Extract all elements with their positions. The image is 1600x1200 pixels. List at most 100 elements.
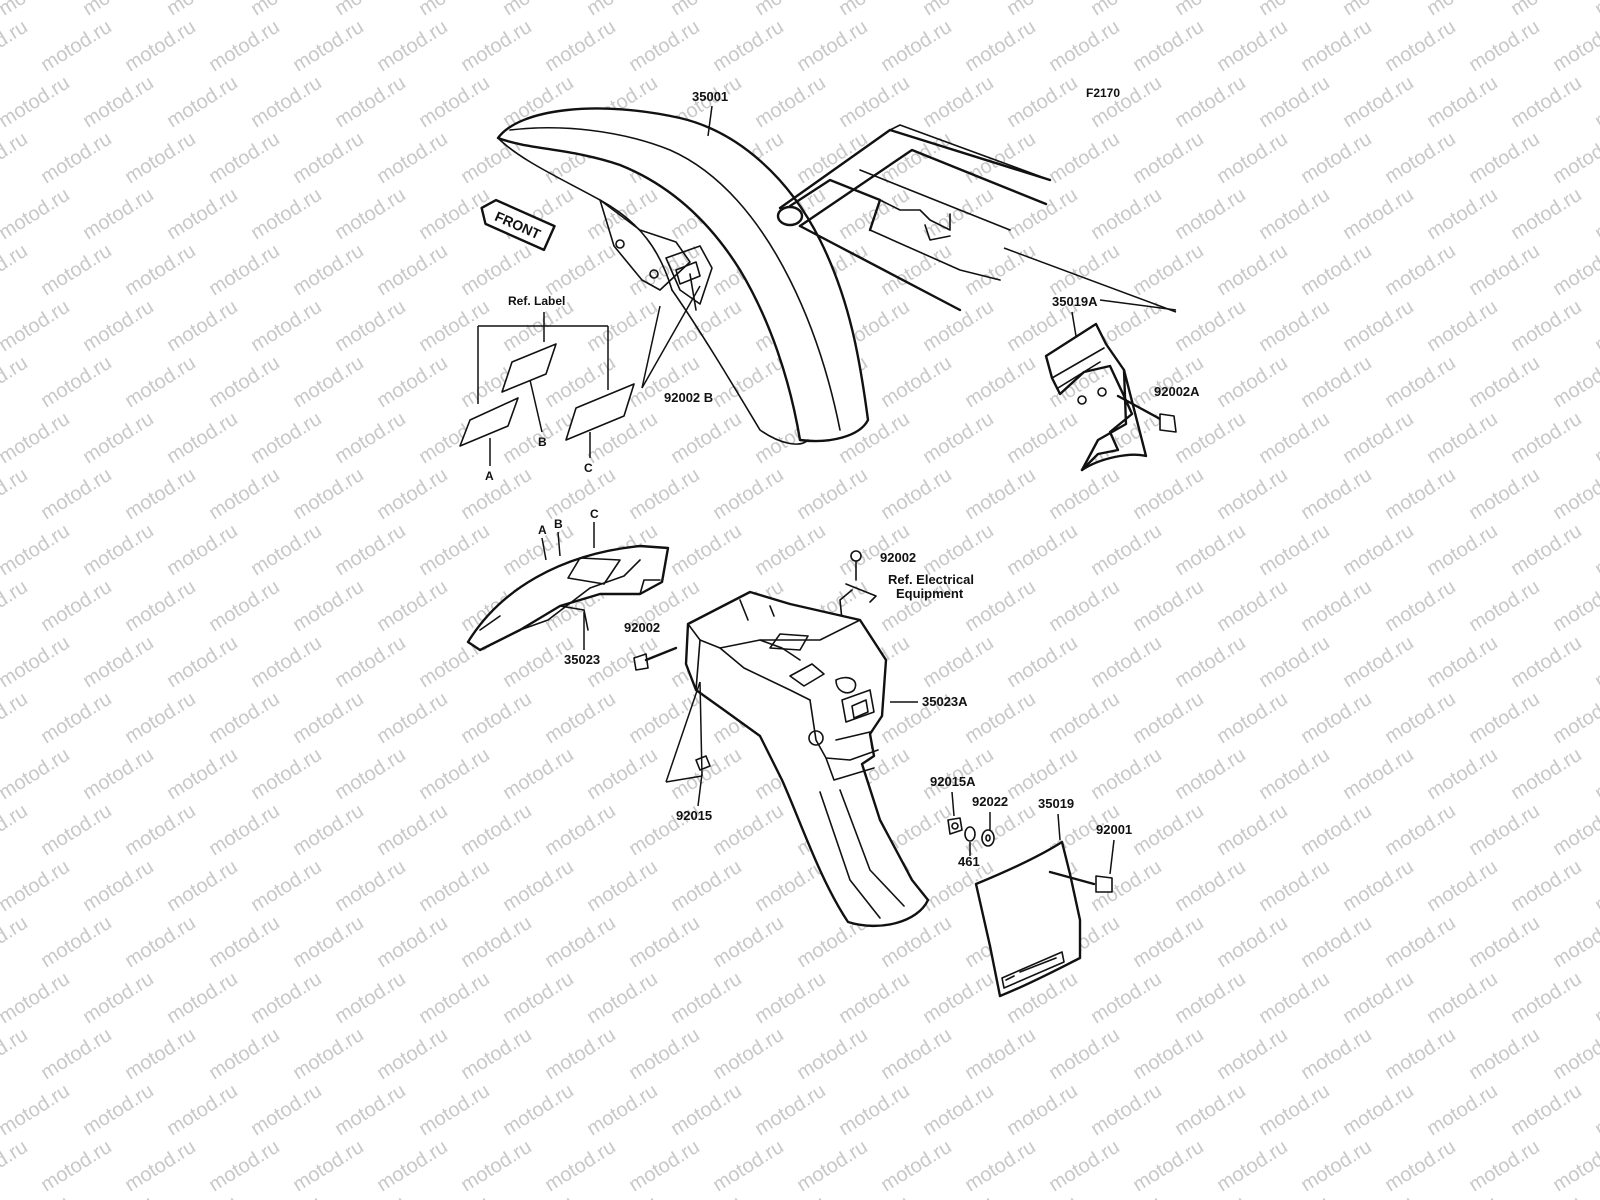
label-35001: 35001 bbox=[692, 89, 728, 104]
watermark-text: motod.ru bbox=[1213, 128, 1292, 188]
watermark-text: motod.ru bbox=[1591, 1080, 1600, 1140]
watermark-text: motod.ru bbox=[835, 0, 914, 20]
watermark-text: motod.ru bbox=[79, 968, 158, 1028]
watermark-text: motod.ru bbox=[331, 1192, 410, 1200]
watermark-text: motod.ru bbox=[1129, 800, 1208, 860]
watermark-text: motod.ru bbox=[1549, 912, 1600, 972]
watermark-text: motod.ru bbox=[1423, 1192, 1502, 1200]
watermark-text: motod.ru bbox=[457, 16, 536, 76]
watermark-text: motod.ru bbox=[121, 464, 200, 524]
label-35023: 35023 bbox=[564, 652, 600, 667]
watermark-text: motod.ru bbox=[1465, 1136, 1544, 1196]
bolt-92002-inner[interactable] bbox=[633, 646, 678, 671]
watermark-text: motod.ru bbox=[1507, 184, 1586, 244]
watermark-text: motod.ru bbox=[541, 16, 620, 76]
watermark-text: motod.ru bbox=[751, 520, 830, 580]
frame-section bbox=[776, 124, 1052, 312]
watermark-text: motod.ru bbox=[1297, 1136, 1376, 1196]
watermark-text: motod.ru bbox=[1549, 1024, 1600, 1084]
rear-flap-bracket-35019a[interactable] bbox=[1044, 322, 1148, 472]
watermark-text: motod.ru bbox=[1087, 632, 1166, 692]
watermark-text: motod.ru bbox=[1297, 688, 1376, 748]
watermark-text: motod.ru bbox=[331, 856, 410, 916]
watermark-text: motod.ru bbox=[0, 576, 32, 636]
watermark-text: motod.ru bbox=[1339, 1192, 1418, 1200]
watermark-text: motod.ru bbox=[373, 576, 452, 636]
watermark-text: motod.ru bbox=[373, 352, 452, 412]
watermark-text: motod.ru bbox=[1549, 464, 1600, 524]
watermark-text: motod.ru bbox=[415, 744, 494, 804]
watermark-text: motod.ru bbox=[1171, 184, 1250, 244]
watermark-text: motod.ru bbox=[163, 856, 242, 916]
watermark-text: motod.ru bbox=[1507, 408, 1586, 468]
watermark-text: motod.ru bbox=[163, 968, 242, 1028]
watermark-text: motod.ru bbox=[163, 184, 242, 244]
watermark-text: motod.ru bbox=[331, 184, 410, 244]
watermark-text: motod.ru bbox=[0, 520, 74, 580]
watermark-text: motod.ru bbox=[0, 968, 74, 1028]
watermark-text: motod.ru bbox=[331, 72, 410, 132]
bolt-92002b[interactable] bbox=[641, 261, 701, 389]
watermark-text: motod.ru bbox=[1003, 72, 1082, 132]
watermark-text: motod.ru bbox=[835, 1080, 914, 1140]
watermark-text: motod.ru bbox=[835, 72, 914, 132]
watermark-text: motod.ru bbox=[1171, 856, 1250, 916]
watermark-text: motod.ru bbox=[415, 1192, 494, 1200]
watermark-text: motod.ru bbox=[1129, 576, 1208, 636]
label-92002-top: 92002 bbox=[880, 550, 916, 565]
watermark-text: motod.ru bbox=[877, 352, 956, 412]
label-92002b: 92002 B bbox=[664, 390, 713, 405]
ref-electrical-line2: Equipment bbox=[896, 586, 964, 601]
inner-fender-35023[interactable] bbox=[466, 544, 670, 652]
nut-92015[interactable] bbox=[665, 681, 711, 783]
watermark-text: motod.ru bbox=[961, 128, 1040, 188]
watermark-text: motod.ru bbox=[1339, 72, 1418, 132]
washer-461[interactable] bbox=[964, 826, 976, 842]
watermark-text: motod.ru bbox=[1507, 520, 1586, 580]
watermark-text: motod.ru bbox=[373, 1024, 452, 1084]
watermark-text: motod.ru bbox=[0, 1136, 32, 1196]
watermark-text: motod.ru bbox=[1255, 296, 1334, 356]
watermark-text: motod.ru bbox=[0, 296, 74, 356]
watermark-text: motod.ru bbox=[79, 184, 158, 244]
watermark-text: motod.ru bbox=[331, 296, 410, 356]
watermark-text: motod.ru bbox=[709, 1136, 788, 1196]
watermark-text: motod.ru bbox=[0, 240, 32, 300]
watermark-text: motod.ru bbox=[877, 1136, 956, 1196]
washer-92022[interactable] bbox=[981, 829, 995, 847]
watermark-text: motod.ru bbox=[1381, 800, 1460, 860]
watermark-text: motod.ru bbox=[877, 16, 956, 76]
watermark-text: motod.ru bbox=[289, 576, 368, 636]
watermark-text: motod.ru bbox=[1591, 520, 1600, 580]
watermark-text: motod.ru bbox=[37, 352, 116, 412]
watermark-text: motod.ru bbox=[1255, 184, 1334, 244]
watermark-text: motod.ru bbox=[247, 1080, 326, 1140]
mud-flap-35019[interactable] bbox=[974, 840, 1082, 998]
watermark-text: motod.ru bbox=[835, 968, 914, 1028]
label-92015: 92015 bbox=[676, 808, 712, 823]
watermark-text: motod.ru bbox=[751, 1080, 830, 1140]
label-35019a: 35019A bbox=[1052, 294, 1098, 309]
watermark-text: motod.ru bbox=[373, 1136, 452, 1196]
label-35023a: 35023A bbox=[922, 694, 968, 709]
watermark-text: motod.ru bbox=[1045, 464, 1124, 524]
watermark-text: motod.ru bbox=[1213, 1136, 1292, 1196]
watermark-text: motod.ru bbox=[541, 912, 620, 972]
watermark-text: motod.ru bbox=[205, 352, 284, 412]
watermark-text: motod.ru bbox=[1507, 296, 1586, 356]
watermark-text: motod.ru bbox=[247, 1192, 326, 1200]
nut-92015a[interactable] bbox=[947, 817, 963, 835]
watermark-text: motod.ru bbox=[79, 632, 158, 692]
front-fender[interactable] bbox=[496, 107, 870, 445]
watermark-text: motod.ru bbox=[1171, 0, 1250, 20]
watermark-text: motod.ru bbox=[0, 184, 74, 244]
bolt-92001[interactable] bbox=[1048, 870, 1113, 893]
watermark-text: motod.ru bbox=[247, 632, 326, 692]
rear-fender-35023a[interactable] bbox=[684, 590, 930, 928]
bolt-92002a[interactable] bbox=[1116, 394, 1177, 433]
watermark-text: motod.ru bbox=[1045, 1136, 1124, 1196]
watermark-text: motod.ru bbox=[625, 464, 704, 524]
watermark-text: motod.ru bbox=[541, 800, 620, 860]
